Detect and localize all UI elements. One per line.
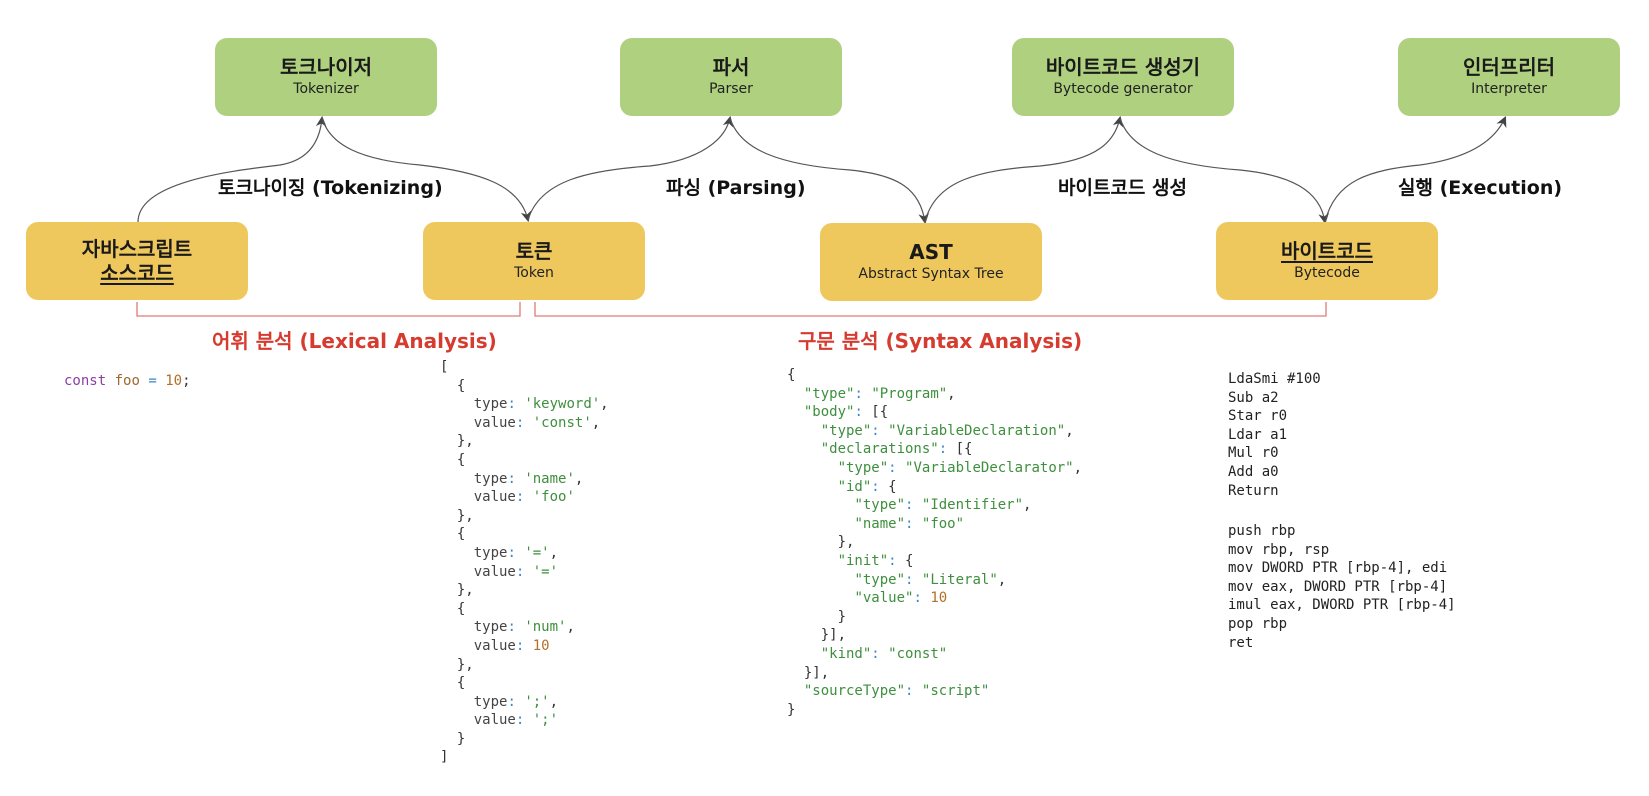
token-1-value: 'foo'	[532, 489, 575, 506]
bytecode-line: Sub a2	[1228, 389, 1279, 406]
code-op: =	[148, 373, 157, 389]
ast-ko: AST	[909, 240, 953, 264]
ast-source-type: "script"	[921, 683, 990, 700]
ast-box: AST Abstract Syntax Tree	[820, 223, 1042, 301]
machine-code-line: mov rbp, rsp	[1228, 541, 1330, 558]
machine-code-sample: push rbp mov rbp, rsp mov DWORD PTR [rbp-4…	[1228, 522, 1456, 652]
bytecode-line: Add a0	[1228, 463, 1279, 480]
code-name: foo	[114, 373, 140, 389]
bytecode-generator-box: 바이트코드 생성기 Bytecode generator	[1012, 38, 1234, 116]
phase-label-lexical: 어휘 분석 (Lexical Analysis)	[212, 329, 497, 353]
arrow-bcgen-to-bytecode	[1119, 117, 1329, 225]
source-code-ko-line1: 자바스크립트	[81, 237, 193, 261]
parser-en: Parser	[709, 81, 753, 97]
token-3-value: 10	[532, 637, 550, 654]
token-3-type: 'num'	[524, 619, 567, 636]
bytecode-ko: 바이트코드	[1281, 239, 1373, 263]
ast-declarator-type: "VariableDeclarator"	[905, 459, 1074, 476]
bytecode-generator-ko: 바이트코드 생성기	[1045, 55, 1201, 79]
token-1-type: 'name'	[524, 470, 575, 487]
machine-code-line: pop rbp	[1228, 615, 1288, 632]
ast-decl-type: "VariableDeclaration"	[888, 422, 1066, 439]
token-0-value: 'const'	[532, 414, 592, 431]
code-keyword: const	[64, 373, 107, 389]
token-ko: 토큰	[515, 239, 553, 263]
bytecode-box: 바이트코드 Bytecode	[1216, 222, 1438, 300]
syntax-bracket	[534, 302, 1327, 317]
machine-code-line: push rbp	[1228, 523, 1296, 539]
ast-kind: "const"	[888, 645, 948, 662]
bytecode-line: Star r0	[1228, 408, 1288, 425]
bytecode-generator-en: Bytecode generator	[1053, 81, 1193, 97]
machine-code-line: mov DWORD PTR [rbp-4], edi	[1228, 560, 1448, 577]
ast-init-value: 10	[930, 590, 948, 607]
code-end: ;	[182, 373, 191, 389]
ast-en: Abstract Syntax Tree	[858, 266, 1004, 282]
phase-label-syntax: 구문 분석 (Syntax Analysis)	[798, 329, 1083, 353]
arrow-token-to-parser	[527, 115, 734, 221]
machine-code-line: mov eax, DWORD PTR [rbp-4]	[1228, 578, 1448, 595]
token-en: Token	[514, 265, 554, 281]
code-value: 10	[165, 373, 183, 389]
parser-ko: 파서	[712, 55, 750, 79]
source-code-ko-line2: 소스코드	[100, 261, 174, 285]
token-2-value: '='	[532, 563, 559, 580]
bytecode-line: LdaSmi #100	[1228, 371, 1321, 387]
interpreter-ko: 인터프리터	[1463, 55, 1555, 79]
token-0-type: 'keyword'	[524, 396, 601, 413]
ast-init-type: "Literal"	[921, 571, 998, 588]
edge-label-parsing: 파싱 (Parsing)	[666, 177, 806, 199]
bytecode-line: Ldar a1	[1228, 426, 1288, 443]
bytecode-line: Return	[1228, 482, 1279, 499]
ast-sample: { "type": "Program", "body": [{ "type": …	[787, 367, 1083, 718]
arrow-source-to-tokenizer	[137, 115, 327, 223]
ast-program-type: "Program"	[871, 385, 948, 402]
tokenizer-box: 토크나이저 Tokenizer	[215, 38, 437, 116]
token-2-type: '='	[524, 544, 550, 561]
tokenizer-ko: 토크나이저	[280, 55, 372, 79]
source-code-sample: const foo = 10;	[64, 372, 191, 391]
token-4-value: ';'	[532, 712, 559, 729]
tokens-sample: [ { type: 'keyword', value: 'const', }, …	[440, 359, 609, 766]
ast-id-name: "foo"	[921, 515, 965, 532]
machine-code-line: imul eax, DWORD PTR [rbp-4]	[1228, 597, 1456, 614]
edge-label-execution: 실행 (Execution)	[1398, 177, 1563, 199]
edge-label-bytecode-generation: 바이트코드 생성	[1058, 177, 1187, 199]
source-code-box: 자바스크립트 소스코드	[26, 222, 248, 300]
interpreter-en: Interpreter	[1471, 81, 1547, 97]
arrow-bytecode-to-interpreter	[1324, 116, 1507, 223]
bytecode-line: Mul r0	[1228, 445, 1279, 462]
lexical-bracket	[136, 302, 521, 317]
arrow-ast-to-bcgen	[924, 115, 1124, 223]
bytecode-en: Bytecode	[1294, 265, 1360, 281]
arrow-tokenizer-to-token	[321, 117, 532, 223]
parser-box: 파서 Parser	[620, 38, 842, 116]
ast-id-type: "Identifier"	[921, 497, 1024, 514]
arrow-parser-to-ast	[729, 117, 929, 225]
tokenizer-en: Tokenizer	[293, 81, 359, 97]
edge-label-tokenizing: 토크나이징 (Tokenizing)	[218, 177, 443, 199]
interpreter-box: 인터프리터 Interpreter	[1398, 38, 1620, 116]
machine-code-line: ret	[1228, 634, 1254, 651]
token-box: 토큰 Token	[423, 222, 645, 300]
token-4-type: ';'	[524, 693, 550, 710]
